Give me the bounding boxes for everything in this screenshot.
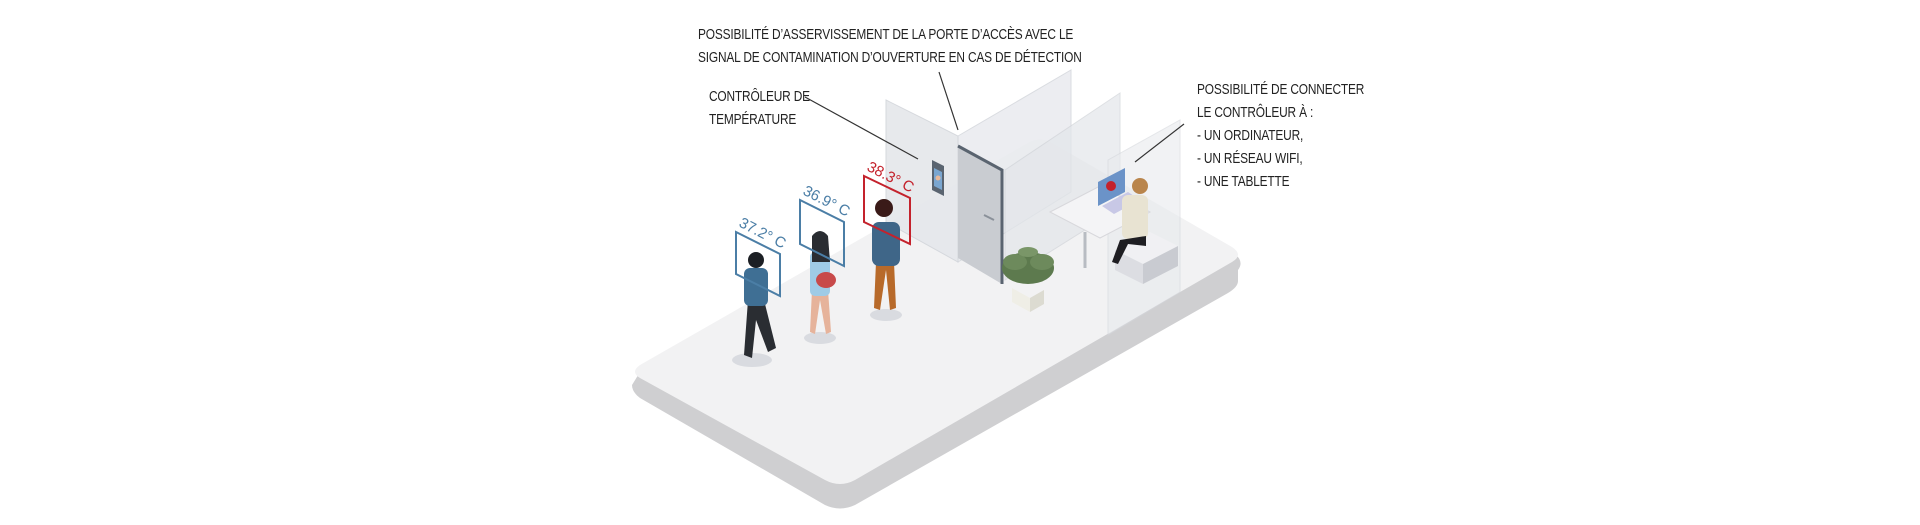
temperature-controller-device xyxy=(932,160,944,196)
annotation-connectivity: POSSIBILITÉ DE CONNECTER LE CONTRÔLEUR À… xyxy=(1197,79,1364,194)
annotation-line: POSSIBILITÉ DE CONNECTER xyxy=(1197,82,1365,98)
annotation-door-control: POSSIBILITÉ D’ASSERVISSEMENT DE LA PORTE… xyxy=(698,24,1082,70)
person-2 xyxy=(804,231,836,344)
annotation-line: - UN RÉSEAU WIFI, xyxy=(1197,151,1303,167)
plant xyxy=(1002,247,1054,312)
leader-line-controller xyxy=(804,96,919,160)
operator-desk xyxy=(1048,168,1178,284)
leader-line-door xyxy=(938,71,959,131)
annotation-line: SIGNAL DE CONTAMINATION D’OUVERTURE EN C… xyxy=(698,50,1082,66)
annotation-line: POSSIBILITÉ D’ASSERVISSEMENT DE LA PORTE… xyxy=(698,27,1074,43)
annotation-line: CONTRÔLEUR DE xyxy=(709,89,810,105)
annotation-line: LE CONTRÔLEUR À : xyxy=(1197,105,1314,121)
person-1 xyxy=(732,252,776,367)
annotation-line: - UNE TABLETTE xyxy=(1197,174,1290,190)
temp-label-1: 37.2° C xyxy=(736,214,789,252)
leader-line-connectivity xyxy=(1134,123,1185,163)
temp-label-2: 36.9° C xyxy=(800,182,853,220)
access-door xyxy=(957,144,1004,284)
annotation-line: TEMPÉRATURE xyxy=(709,112,797,128)
person-3 xyxy=(870,199,902,321)
annotation-temperature-controller: CONTRÔLEUR DE TEMPÉRATURE xyxy=(709,86,810,132)
annotation-line: - UN ORDINATEUR, xyxy=(1197,128,1304,144)
